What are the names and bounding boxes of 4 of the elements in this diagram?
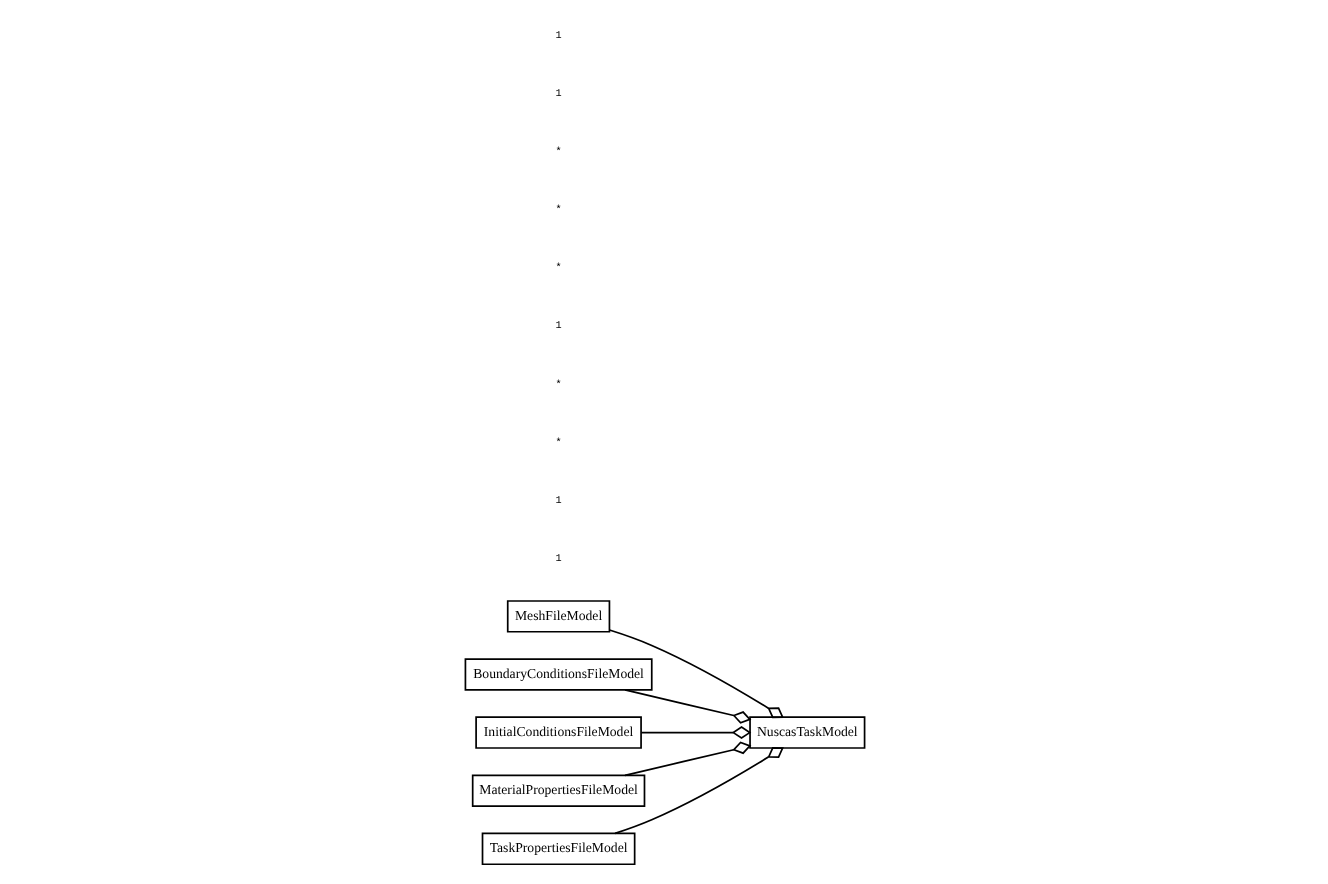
connector <box>623 741 751 777</box>
connector <box>613 746 783 835</box>
connector <box>639 726 751 740</box>
connector <box>607 629 783 719</box>
